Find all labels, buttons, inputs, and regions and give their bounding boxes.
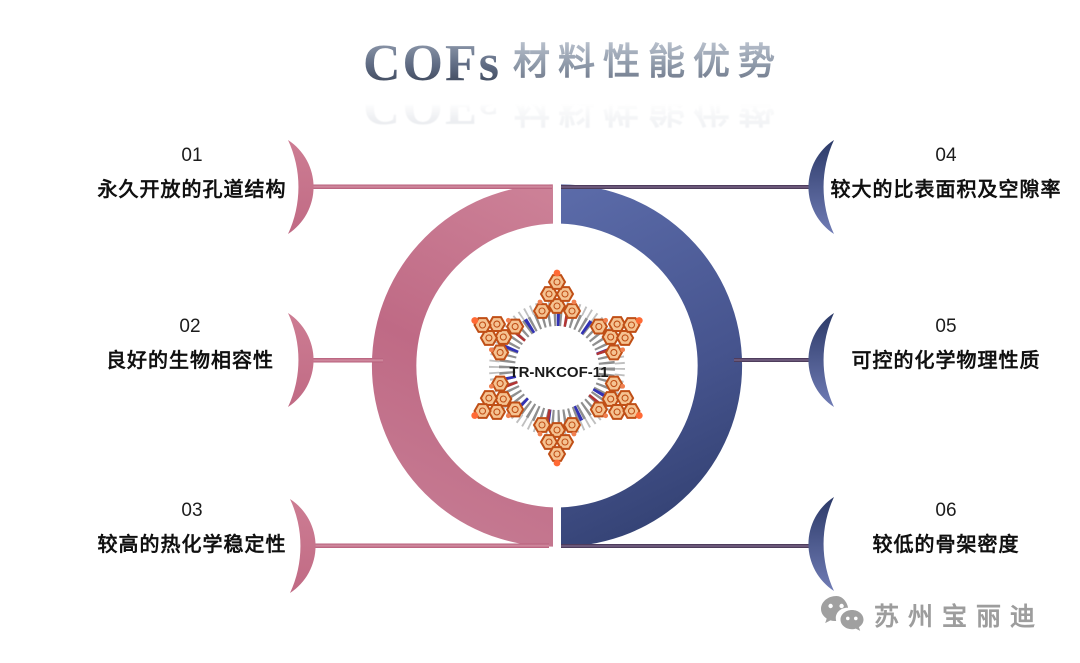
- feature-item-06: 06 较低的骨架密度: [826, 500, 1066, 558]
- bracket-arc-4: [808, 140, 834, 234]
- bracket-arc-6: [808, 497, 834, 591]
- ring-right-blue: [561, 184, 743, 547]
- feature-number: 06: [935, 500, 957, 521]
- feature-number: 04: [935, 145, 957, 166]
- feature-item-01: 01 永久开放的孔道结构: [72, 145, 312, 203]
- wechat-icon: [820, 596, 864, 631]
- feature-item-05: 05 可控的化学物理性质: [826, 316, 1066, 374]
- bracket-arc-5: [808, 313, 834, 407]
- feature-label: 较大的比表面积及空隙率: [830, 178, 1062, 201]
- cof-molecule-illustration: TR-NKCOF-11: [460, 270, 653, 467]
- feature-number: 01: [181, 145, 203, 166]
- molecule-label: TR-NKCOF-11: [509, 364, 608, 381]
- connector-line-5: [734, 358, 812, 362]
- bracket-arc-3: [290, 499, 316, 593]
- bracket-arc-2: [288, 313, 314, 407]
- feature-label: 较低的骨架密度: [872, 533, 1020, 556]
- feature-label: 较高的热化学稳定性: [97, 533, 287, 556]
- feature-label: 良好的生物相容性: [106, 349, 274, 372]
- bracket-arc-1: [288, 140, 314, 234]
- feature-number: 03: [181, 500, 203, 521]
- feature-item-03: 03 较高的热化学稳定性: [72, 500, 312, 558]
- feature-item-02: 02 良好的生物相容性: [70, 316, 310, 374]
- title-zh: 材料性能优势: [513, 42, 783, 83]
- connector-line-1: [311, 184, 552, 189]
- connector-line-6: [561, 544, 812, 548]
- feature-label: 永久开放的孔道结构: [97, 178, 287, 201]
- ring-left-pink: [371, 184, 553, 547]
- connector-line-2: [311, 358, 383, 363]
- feature-number: 05: [935, 316, 957, 337]
- feature-item-04: 04 较大的比表面积及空隙率: [826, 145, 1066, 203]
- connector-line-3: [311, 543, 549, 548]
- brand-name: 苏州宝丽迪: [873, 604, 1044, 631]
- feature-label: 可控的化学物理性质: [851, 349, 1041, 372]
- connector-line-4: [561, 185, 812, 189]
- feature-number: 02: [179, 316, 201, 337]
- title-en: COFs: [363, 35, 501, 92]
- brand-watermark: 苏州宝丽迪: [819, 595, 1044, 635]
